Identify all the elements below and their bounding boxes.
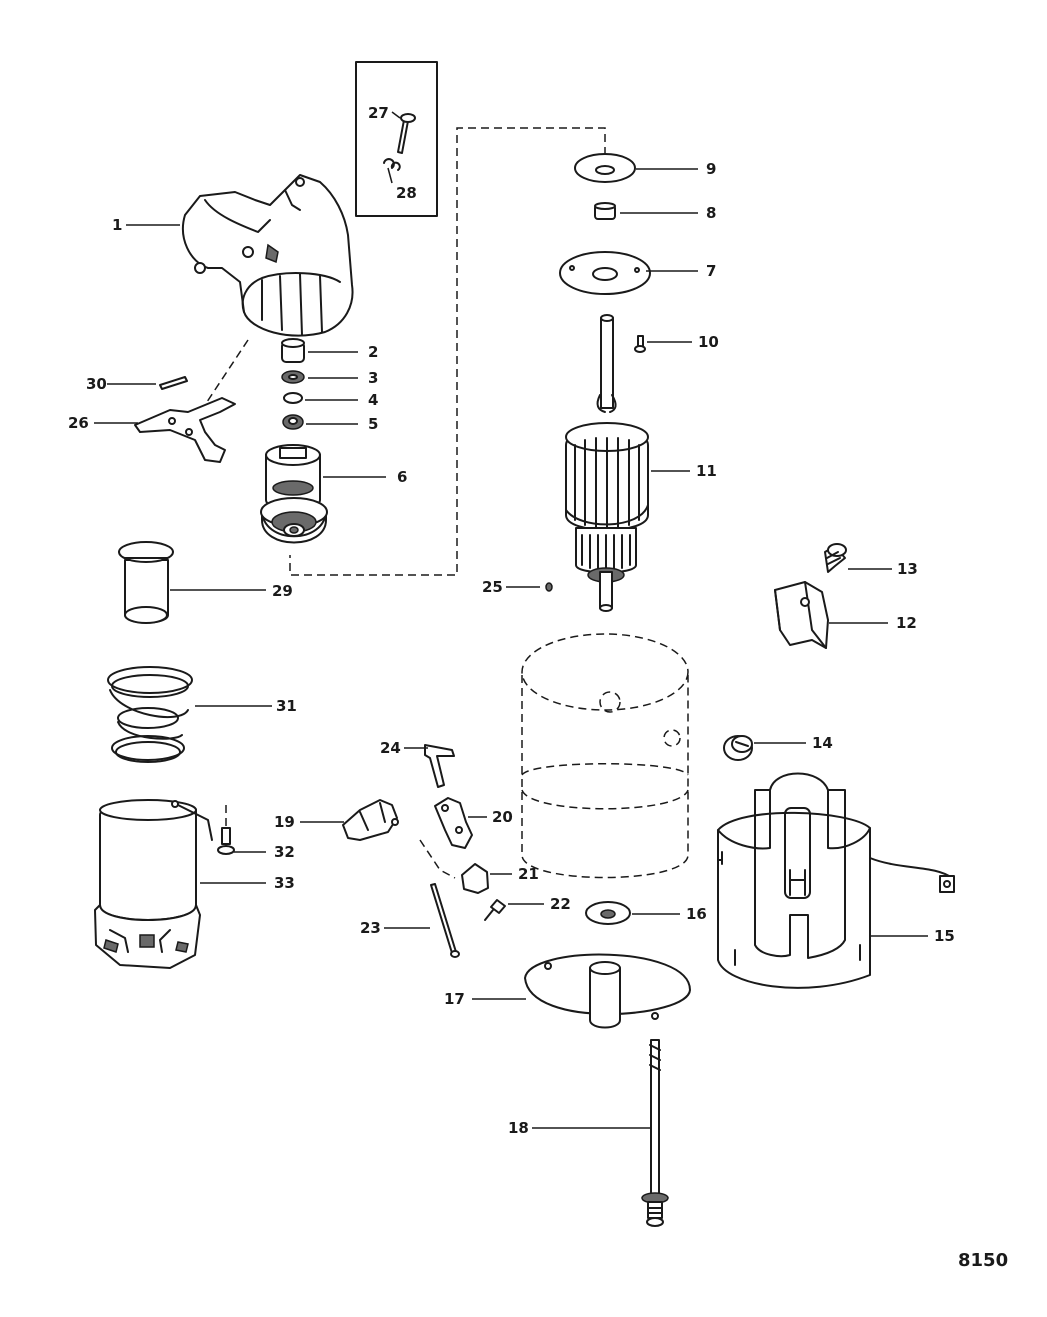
callout-10: 10	[698, 333, 719, 351]
leader-lines	[94, 111, 928, 1129]
callout-labels: 1 2 3 4 5 6 7 8 9 10 11 12 13 14 15 16 1…	[68, 104, 955, 1137]
part-12-brush-holder	[774, 581, 829, 649]
callout-18: 18	[508, 1119, 529, 1137]
part-32-screw	[217, 805, 235, 855]
callout-7: 7	[706, 262, 716, 280]
part-33-solenoid	[94, 799, 213, 969]
part-8-bushing	[594, 202, 616, 220]
part-20-terminal	[434, 797, 473, 849]
callout-15: 15	[934, 927, 955, 945]
callout-25: 25	[482, 578, 503, 596]
part-18-through-bolt	[641, 1039, 669, 1227]
callout-31: 31	[276, 697, 297, 715]
callout-16: 16	[686, 905, 707, 923]
part-16-washer	[585, 901, 631, 925]
field-frame-outline	[521, 633, 689, 879]
part-21-brush	[461, 863, 489, 894]
part-23-pin	[430, 883, 460, 958]
part-30-pin	[159, 376, 188, 390]
callout-14: 14	[812, 734, 833, 752]
part-24-bracket	[424, 744, 455, 788]
part-5-collar	[282, 414, 304, 430]
callout-11: 11	[696, 462, 717, 480]
callout-12: 12	[896, 614, 917, 632]
callout-20: 20	[492, 808, 513, 826]
callout-21: 21	[518, 865, 539, 883]
part-22-screw	[484, 899, 506, 921]
callout-24: 24	[380, 739, 401, 757]
inset-box	[355, 61, 438, 217]
part-7-plate	[559, 251, 651, 295]
callout-3: 3	[368, 369, 378, 387]
part-9-washer	[574, 153, 636, 183]
part-2-bushing	[281, 338, 305, 363]
callout-13: 13	[897, 560, 918, 578]
part-6-drive-pinion	[260, 444, 328, 544]
part-13-screw	[824, 543, 847, 573]
callout-1: 1	[112, 216, 122, 234]
callout-32: 32	[274, 843, 295, 861]
callout-26: 26	[68, 414, 89, 432]
part-25-ball	[545, 582, 553, 592]
part-29-sleeve	[118, 541, 174, 624]
part-4-ring	[283, 392, 303, 404]
callout-33: 33	[274, 874, 295, 892]
callout-28: 28	[396, 184, 417, 202]
part-28-clip	[383, 158, 401, 171]
part-27-pin	[397, 119, 409, 154]
callout-5: 5	[368, 415, 378, 433]
callout-19: 19	[274, 813, 295, 831]
figure-number: 8150	[958, 1250, 1008, 1271]
callout-9: 9	[706, 160, 716, 178]
callout-22: 22	[550, 895, 571, 913]
callout-30: 30	[86, 375, 107, 393]
callout-2: 2	[368, 343, 378, 361]
part-3-washer	[281, 370, 305, 384]
callout-8: 8	[706, 204, 716, 222]
callout-6: 6	[397, 468, 407, 486]
callout-4: 4	[368, 391, 378, 409]
part-10-screw	[634, 335, 646, 353]
callout-23: 23	[360, 919, 381, 937]
part-17-end-plate	[524, 953, 691, 1029]
part-14-plug	[723, 735, 753, 761]
callout-29: 29	[272, 582, 293, 600]
callout-17: 17	[444, 990, 465, 1008]
part-26-shift-lever	[134, 397, 236, 463]
part-19-brush-holder	[342, 799, 399, 841]
part-11-armature	[565, 314, 649, 612]
callout-27: 27	[368, 104, 389, 122]
part-15-field-coil	[717, 772, 955, 989]
part-1-drive-housing	[182, 174, 354, 337]
part-31-spring	[107, 666, 193, 763]
